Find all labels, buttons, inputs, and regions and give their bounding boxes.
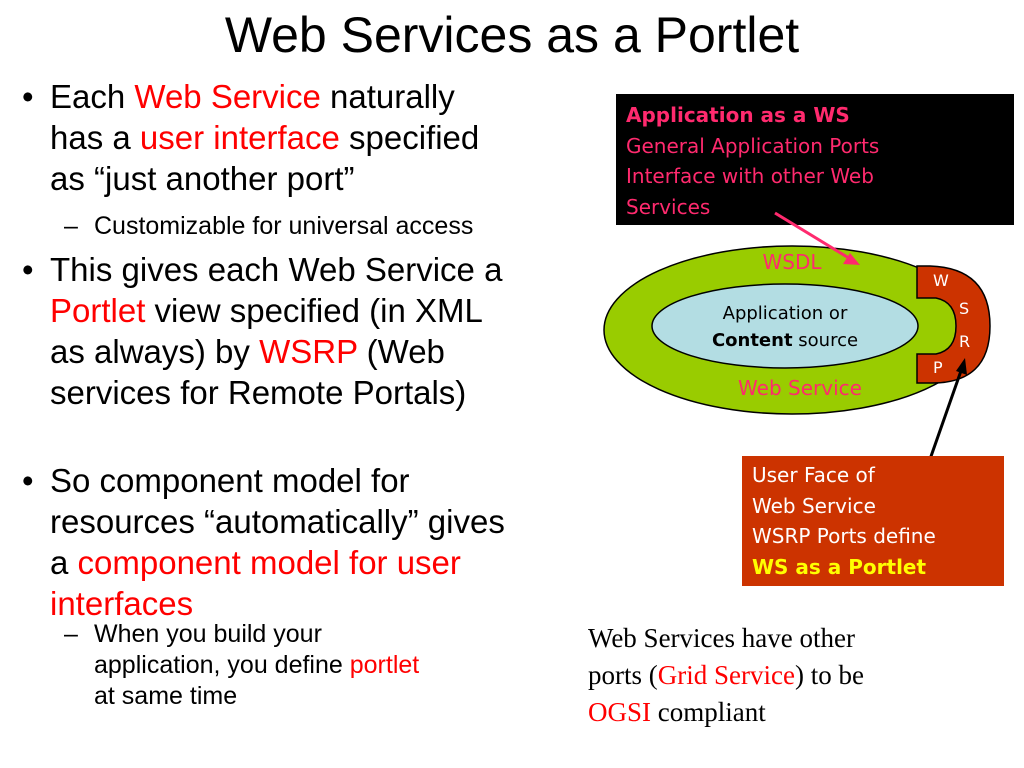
bullet-text: as always) by	[50, 333, 260, 370]
note-text: ) to be	[794, 660, 864, 690]
highlight-text: portlet	[349, 651, 420, 679]
page-title: Web Services as a Portlet	[224, 7, 800, 63]
highlight-text: Web Service	[134, 78, 321, 115]
sub-bullet-line: at same time	[94, 681, 419, 712]
wsrp-letter-w: W	[933, 271, 949, 290]
highlight-text: Portlet	[50, 292, 146, 329]
bullet-dot: •	[22, 462, 34, 499]
highlight-text: WSRP	[259, 333, 358, 370]
application-ws-line: Interface with other Web	[626, 164, 874, 188]
ogsi-note: Web Services have other ports (Grid Serv…	[588, 620, 1008, 731]
note-line2: ports (Grid Service) to be	[588, 657, 1008, 694]
note-line3: OGSI compliant	[588, 694, 1008, 731]
user-face-line: WSRP Ports define	[752, 524, 936, 548]
arrow-wsdl-head	[843, 253, 860, 265]
highlight-text: interfaces	[50, 585, 194, 622]
user-face-line: Web Service	[752, 493, 876, 518]
bullet-dot: •	[22, 78, 34, 115]
sub-bullet-text: Customizable for universal access	[94, 212, 474, 240]
bullet-line: This gives each Web Service a	[50, 249, 502, 290]
bullet-line: So component model for	[50, 460, 505, 501]
content-label-rest: source	[792, 330, 859, 351]
sub-bullet-line: When you build your	[94, 619, 419, 650]
application-content-label: Application or Content source	[655, 300, 915, 354]
bullet-text: specified	[339, 119, 480, 156]
bullet-line: resources “automatically” gives	[50, 501, 505, 542]
bullet-line: Portlet view specified (in XML	[50, 290, 502, 331]
application-ws-box: Application as a WS General Application …	[616, 94, 1014, 225]
highlight-text: component model for user	[77, 544, 461, 581]
bullet-line: Each Web Service naturally	[50, 76, 479, 117]
bullet-text: So component model for	[50, 462, 410, 499]
bullet-text: resources “automatically” gives	[50, 503, 505, 540]
arrow-wsrp-head	[956, 358, 967, 375]
sub-bullet-dash: –	[64, 620, 78, 648]
arrow-wsdl	[774, 211, 853, 262]
bullet-line: a component model for user	[50, 542, 505, 583]
bullet-line: as “just another port”	[50, 158, 479, 199]
user-face-line: User Face of	[752, 463, 875, 487]
bullet-line: interfaces	[50, 583, 505, 624]
note-text: ports (	[588, 660, 658, 690]
sub-bullet-text: at same time	[94, 682, 238, 710]
sub-bullet-item: –Customizable for universal access	[22, 211, 473, 242]
wsrp-letter-s: S	[959, 299, 970, 318]
bullet-item: • So component model for resources “automa…	[22, 460, 505, 624]
application-label-line1: Application or	[722, 303, 848, 324]
user-face-box: User Face of Web Service WSRP Ports defi…	[742, 456, 1004, 586]
user-face-emphasis: WS as a Portlet	[752, 554, 927, 579]
ogsi-text: OGSI	[588, 697, 652, 727]
wsrp-port-shape	[916, 265, 991, 384]
bullet-text: as “just another port”	[50, 160, 355, 197]
application-ws-header: Application as a WS	[626, 103, 850, 127]
bullet-text: (Web	[357, 333, 445, 370]
bullet-text: Each	[50, 78, 135, 115]
grid-service-text: Grid Service	[657, 660, 795, 690]
sub-bullet-text: application, you define	[94, 651, 350, 679]
application-inner-ellipse	[651, 283, 919, 369]
sub-bullet-text: When you build your	[94, 620, 322, 648]
application-ws-line: General Application Ports	[626, 133, 880, 158]
note-line1: Web Services have other	[588, 623, 855, 653]
web-service-label: Web Service	[738, 376, 862, 400]
bullet-line: services for Remote Portals)	[50, 372, 502, 413]
wsdl-label: WSDL	[762, 250, 822, 274]
highlight-text: user interface	[139, 119, 340, 156]
content-label-bold: Content	[711, 330, 793, 351]
note-text: compliant	[651, 697, 766, 727]
bullet-line: as always) by WSRP (Web	[50, 331, 502, 372]
bullet-text: a	[50, 544, 78, 581]
bullet-text: has a	[50, 119, 140, 156]
sub-bullet-line: Customizable for universal access	[94, 211, 473, 242]
bullet-line: has a user interface specified	[50, 117, 479, 158]
wsrp-letter-r: R	[959, 332, 971, 351]
bullet-text: naturally	[320, 78, 455, 115]
sub-bullet-line: application, you define portlet	[94, 650, 419, 681]
bullet-text: services for Remote Portals)	[50, 374, 467, 411]
sub-bullet-dash: –	[64, 212, 78, 240]
application-ws-line: Services	[626, 194, 711, 219]
bullet-text: This gives each Web Service a	[50, 251, 503, 288]
bullet-text: view specified (in XML	[145, 292, 483, 329]
application-label-line2: Content source	[655, 327, 915, 354]
wsrp-letter-p: P	[933, 358, 943, 377]
bullet-dot: •	[22, 251, 34, 288]
